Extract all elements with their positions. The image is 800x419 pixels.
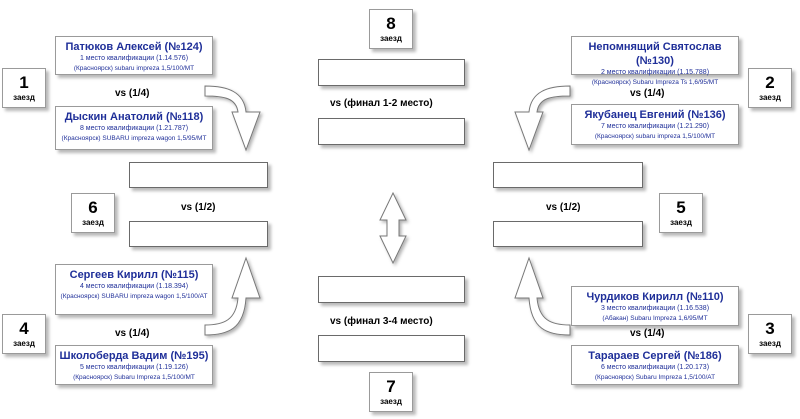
semifinal-left-slot-bottom [129, 221, 268, 247]
player-card-qual-6: Тарараев Сергей (№186) 6 место квалифика… [571, 345, 739, 385]
heat-7-label: 7 заезд [369, 372, 413, 412]
vs-quarter-right-top: vs (1/4) [630, 88, 665, 99]
arrow-down-icon [514, 85, 571, 152]
heat-number: 8 [386, 14, 396, 33]
heat-word: заезд [82, 218, 104, 227]
player-name: Патюков Алексей (№124) [65, 41, 203, 53]
vs-final-3-4: vs (финал 3-4 место) [330, 316, 433, 327]
player-name: Тарараев Сергей (№186) [588, 350, 722, 362]
player-card-qual-1: Патюков Алексей (№124) 1 место квалифика… [55, 36, 213, 75]
player-name: Чурдиков Кирилл (№110) [586, 291, 724, 303]
semifinal-right-slot-top [493, 162, 643, 188]
player-car: (Абакан) Subaru Impreza 1,6/95/MT [602, 315, 708, 322]
vs-quarter-right-bottom: vs (1/4) [630, 328, 665, 339]
player-card-qual-7: Якубанец Евгений (№136) 7 место квалифик… [571, 104, 739, 145]
player-car: (Красноярск) subaru impreza 1,5/100/MT [594, 133, 716, 140]
player-card-qual-2: Непомнящий Святослав (№130) 2 место квал… [571, 36, 739, 86]
heat-number: 6 [88, 198, 98, 217]
player-qualification: 2 место квалификации (1.15.788) [600, 69, 710, 76]
heat-word: заезд [380, 397, 402, 406]
player-qualification: 8 место квалификации (1.21.787) [79, 125, 189, 132]
final-1-2-slot-bottom [318, 118, 465, 145]
player-car: (Красноярск) Subaru Impreza Ts 1,6/95/MT [591, 79, 719, 86]
vs-semifinal-right: vs (1/2) [546, 202, 581, 213]
heat-number: 4 [19, 319, 29, 338]
player-name: Школоберда Вадим (№195) [59, 350, 209, 362]
heat-word: заезд [759, 339, 781, 348]
heat-number: 1 [19, 73, 29, 92]
heat-3-label: 3 заезд [748, 314, 792, 354]
player-name: Якубанец Евгений (№136) [584, 109, 726, 121]
heat-word: заезд [759, 93, 781, 102]
semifinal-left-slot-top [129, 162, 268, 188]
player-qualification: 7 место квалификации (1.21.290) [600, 123, 710, 130]
heat-1-label: 1 заезд [2, 68, 46, 108]
heat-number: 5 [676, 198, 686, 217]
vs-semifinal-left: vs (1/2) [181, 202, 216, 213]
heat-number: 2 [765, 73, 775, 92]
player-name: Непомнящий Святослав (№130) [588, 41, 722, 67]
player-card-qual-3: Чурдиков Кирилл (№110) 3 место квалифика… [571, 286, 739, 326]
player-qualification: 1 место квалификации (1.14.576) [79, 55, 189, 62]
player-car: (Красноярск) Subaru Impreza 1,5/100/AT [594, 374, 716, 381]
player-qualification: 6 место квалификации (1.20.173) [600, 364, 710, 371]
vs-quarter-left-bottom: vs (1/4) [115, 328, 150, 339]
player-qualification: 4 место квалификации (1.18.394) [79, 283, 189, 290]
heat-word: заезд [670, 218, 692, 227]
player-qualification: 5 место квалификации (1.19.126) [79, 364, 189, 371]
double-arrow-icon [379, 191, 407, 265]
player-car: (Красноярск) subaru impreza 1,5/100/MT [73, 65, 195, 72]
player-card-qual-4: Сергеев Кирилл (№115) 4 место квалификац… [55, 264, 213, 315]
vs-quarter-left-top: vs (1/4) [115, 88, 150, 99]
heat-8-label: 8 заезд [369, 9, 413, 49]
player-qualification: 3 место квалификации (1.16.538) [600, 305, 710, 312]
heat-word: заезд [13, 339, 35, 348]
heat-6-label: 6 заезд [71, 193, 115, 233]
arrow-up-icon [204, 256, 261, 336]
vs-final-1-2: vs (финал 1-2 место) [330, 98, 433, 109]
player-card-qual-8: Дыскин Анатолий (№118) 8 место квалифика… [55, 106, 213, 150]
player-card-qual-5: Школоберда Вадим (№195) 5 место квалифик… [55, 345, 213, 385]
player-name: Сергеев Кирилл (№115) [69, 269, 199, 281]
heat-number: 7 [386, 377, 396, 396]
player-car: (Красноярск) SUBARU impreza wagon 1,5/95… [61, 135, 207, 142]
heat-word: заезд [380, 34, 402, 43]
player-name: Дыскин Анатолий (№118) [64, 111, 204, 123]
arrow-down-icon [204, 85, 261, 152]
final-3-4-slot-top [318, 276, 465, 303]
semifinal-right-slot-bottom [493, 221, 643, 247]
player-car: (Красноярск) SUBARU impreza wagon 1,5/10… [60, 293, 208, 300]
final-1-2-slot-top [318, 59, 465, 86]
heat-5-label: 5 заезд [659, 193, 703, 233]
player-car: (Красноярск) Subaru Impreza 1,5/100/MT [73, 374, 195, 381]
heat-number: 3 [765, 319, 775, 338]
final-3-4-slot-bottom [318, 335, 465, 362]
heat-2-label: 2 заезд [748, 68, 792, 108]
heat-4-label: 4 заезд [2, 314, 46, 354]
arrow-up-icon [514, 256, 571, 336]
heat-word: заезд [13, 93, 35, 102]
